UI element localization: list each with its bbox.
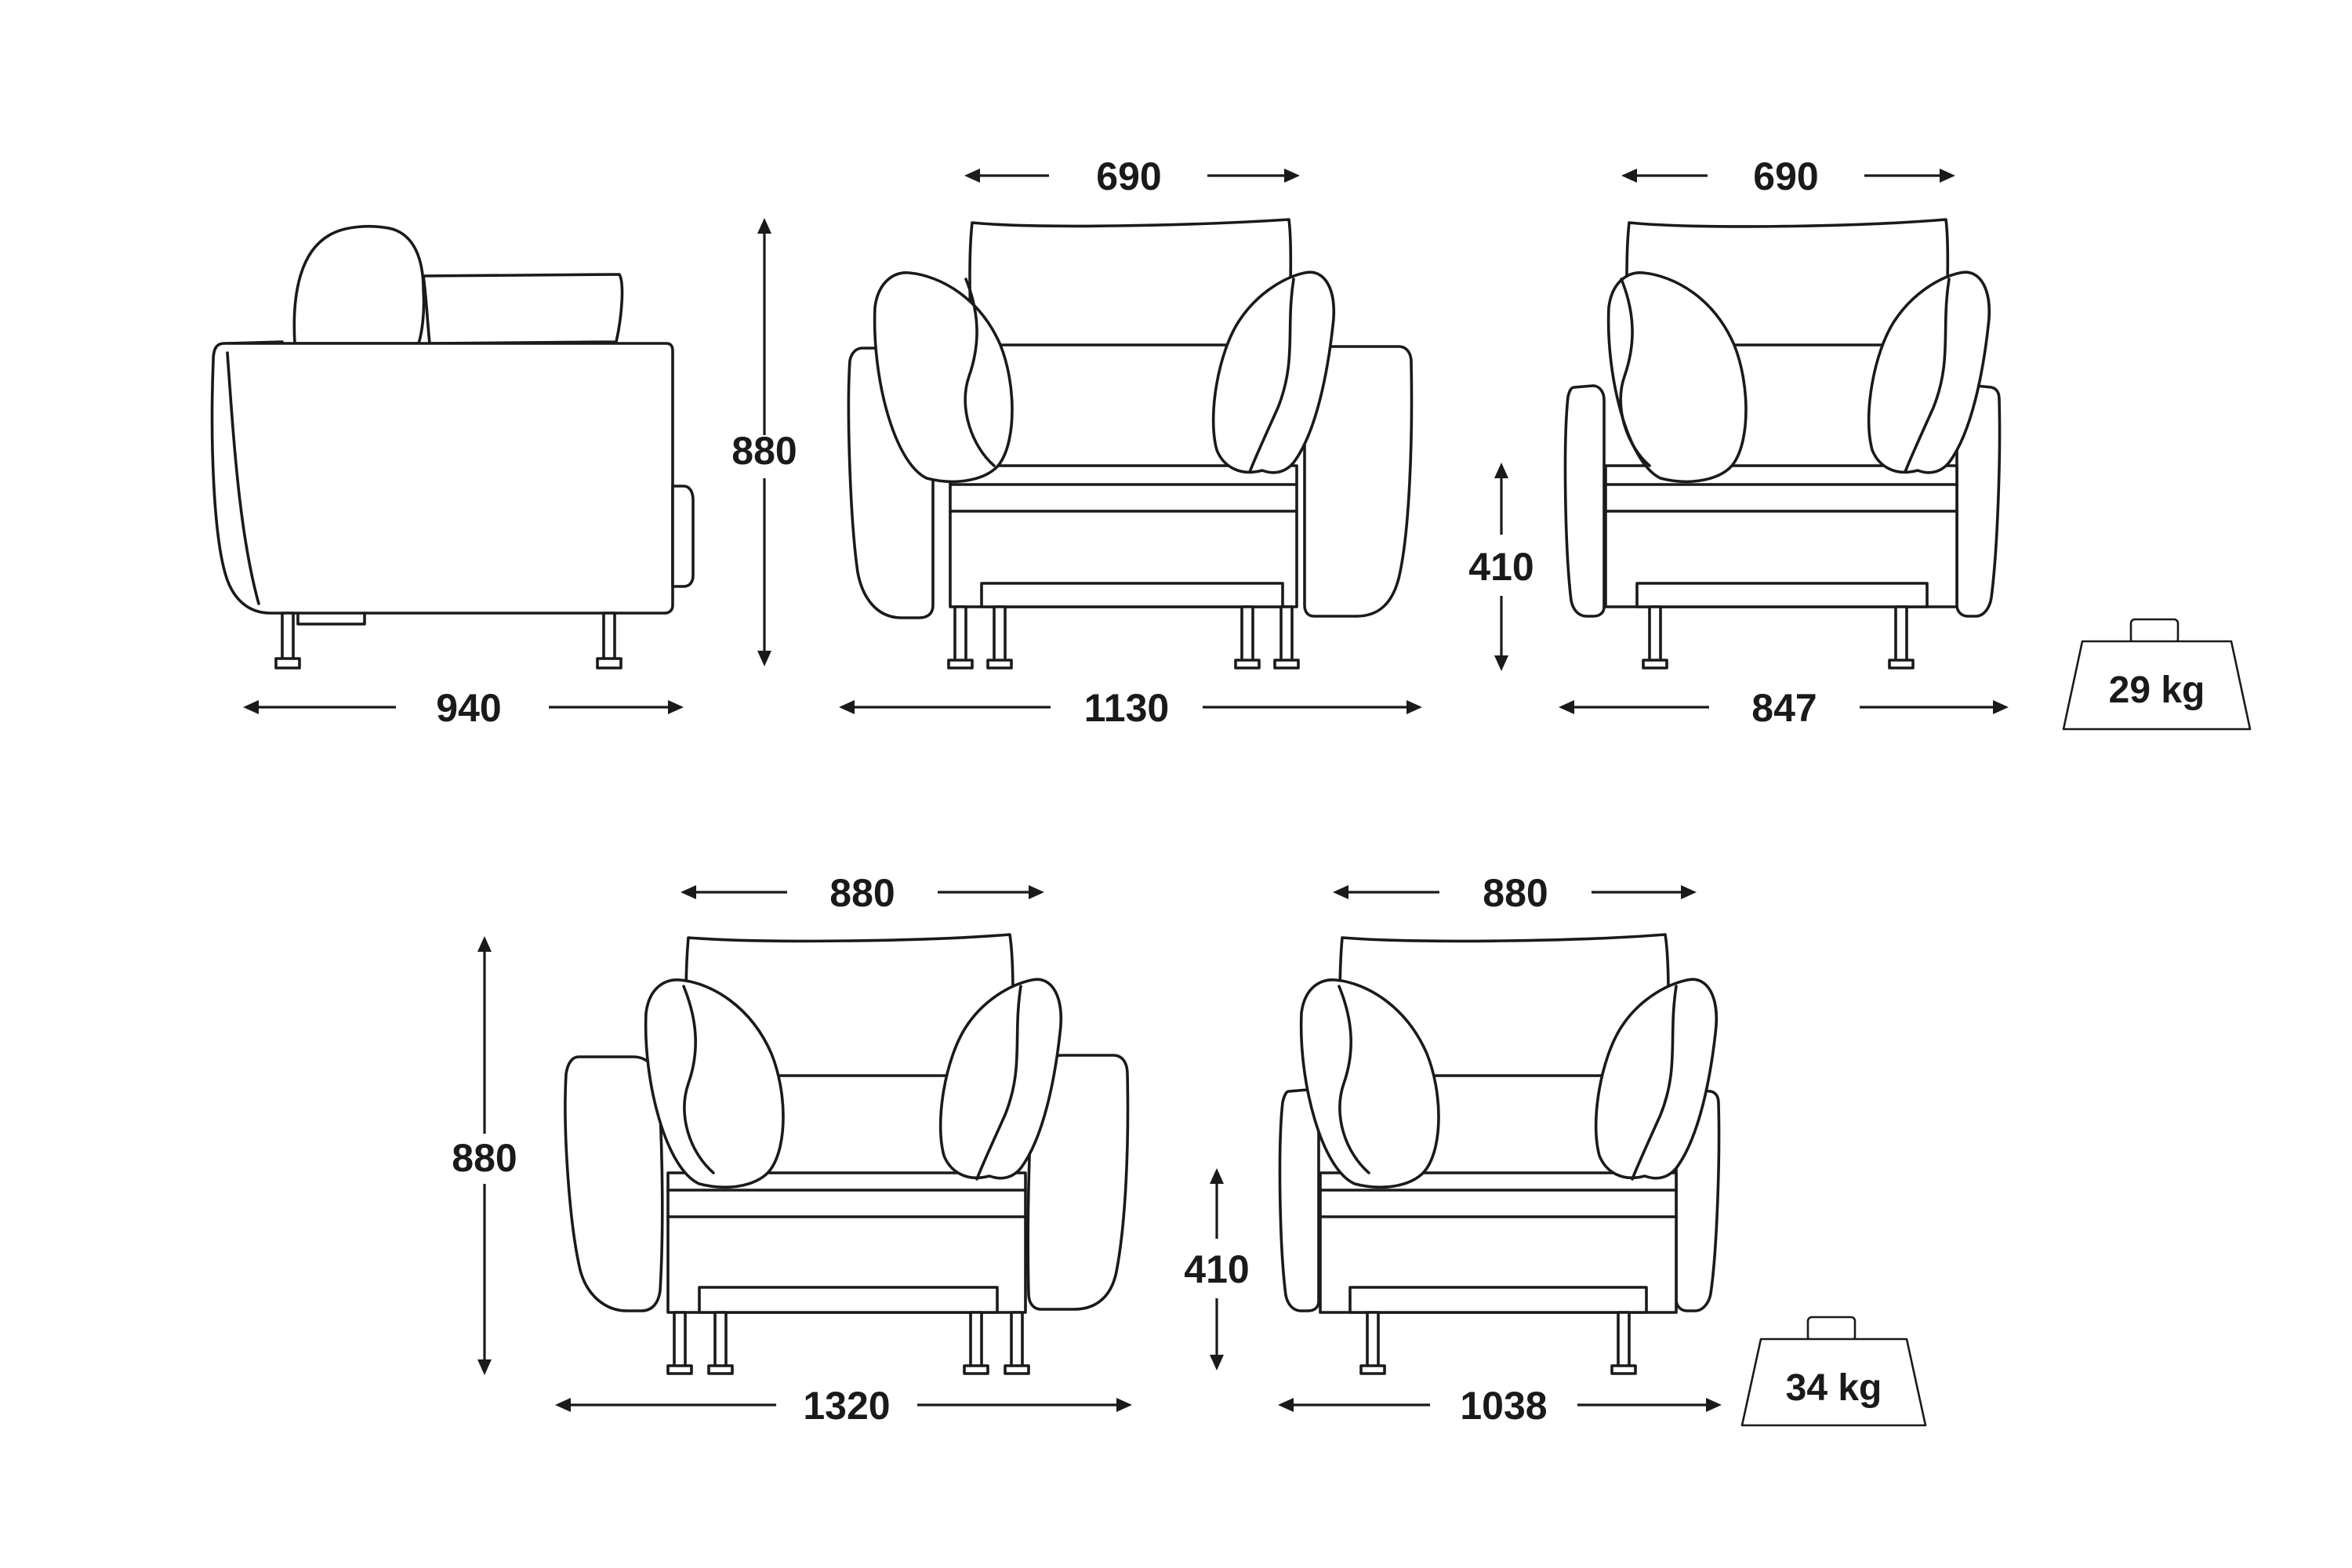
large-height-dimension: 880: [452, 936, 517, 1375]
large-frame-seat-height-label: 410: [1184, 1247, 1249, 1291]
side-height-label: 880: [731, 429, 797, 473]
front-width-dimension: 1130: [839, 686, 1422, 730]
weight-large-icon: 34 kg: [1740, 1316, 1927, 1427]
front-view-chair-small: [847, 218, 1414, 670]
side-width-label: 940: [436, 686, 501, 730]
front-view-frame-large: [1278, 933, 1721, 1375]
large-width-label: 1320: [803, 1384, 890, 1428]
large-frame-seat-height-dimension: 410: [1184, 1168, 1250, 1370]
front-width-label: 1130: [1084, 686, 1169, 730]
large-frame-top-dimension: 880: [1333, 871, 1697, 915]
front-view-frame-small: [1563, 218, 2002, 670]
large-frame-top-label: 880: [1483, 871, 1548, 915]
side-width-dimension: 940: [243, 686, 684, 730]
front-top-dimension: 690: [964, 154, 1300, 198]
side-height-dimension: 880: [731, 218, 797, 666]
large-frame-width-label: 1038: [1460, 1384, 1547, 1428]
large-top-dimension: 880: [681, 871, 1044, 915]
frame-top-label: 690: [1753, 154, 1818, 198]
frame-seat-height-dimension: 410: [1468, 463, 1534, 671]
large-height-label: 880: [452, 1136, 517, 1180]
front-view-chair-large: [564, 933, 1130, 1375]
frame-width-dimension: 847: [1559, 686, 2009, 730]
large-width-dimension: 1320: [555, 1384, 1132, 1428]
side-view-chair: [210, 224, 695, 670]
frame-width-label: 847: [1751, 686, 1817, 730]
front-top-label: 690: [1096, 154, 1161, 198]
weight-small-label: 29 kg: [2109, 670, 2205, 711]
weight-large-label: 34 kg: [1786, 1367, 1882, 1409]
weight-small-icon: 29 kg: [2062, 618, 2252, 731]
frame-top-dimension: 690: [1621, 154, 1955, 198]
large-frame-width-dimension: 1038: [1278, 1384, 1722, 1428]
frame-seat-height-label: 410: [1468, 545, 1534, 589]
large-top-label: 880: [829, 871, 895, 915]
